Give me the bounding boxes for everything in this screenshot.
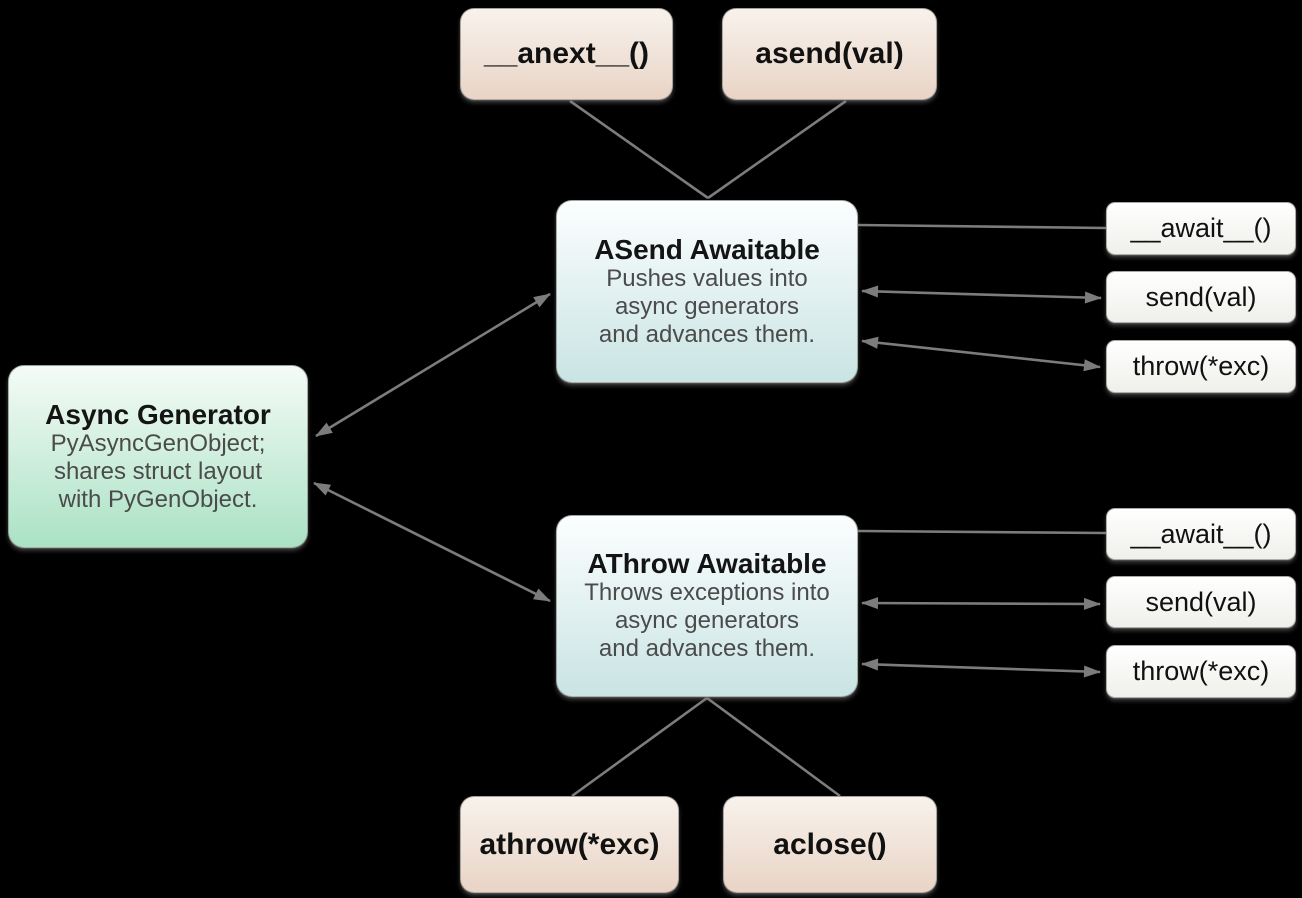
connector-asend-to-asend-awaitable [707,99,847,200]
connector-athrow-awaitable-to-aclose [706,696,841,798]
node-asend-method: asend(val) [722,8,937,100]
node-athrow-method: athrow(*exc) [460,796,679,893]
node-await-bottom: __await__() [1106,508,1296,560]
connector-athrow-awaitable-to-await-bottom [857,529,1107,535]
connector-athrow-awaitable-to-athrow-method [571,696,708,798]
send-top-label: send(val) [1145,281,1257,312]
arrow-asend-awaitable-send-top [861,285,1102,304]
athrow-method-label: athrow(*exc) [479,827,660,861]
node-throw-bottom: throw(*exc) [1106,645,1296,698]
asend-method-label: asend(val) [755,37,904,70]
connector-asend-awaitable-to-await-top [857,223,1107,230]
node-await-top: __await__() [1106,202,1296,255]
node-send-top: send(val) [1106,271,1296,323]
asend-awaitable-title: ASend Awaitable [594,233,820,265]
node-send-bottom: send(val) [1106,576,1296,628]
arrow-athrow-awaitable-throw-bottom [861,658,1101,678]
node-async-generator: Async Generator PyAsyncGenObject; shares… [8,365,308,548]
asend-awaitable-description: Pushes values into async generators and … [598,264,816,348]
node-aclose-method: aclose() [723,796,937,893]
arrow-asend-awaitable-throw-top [861,336,1101,372]
node-throw-top: throw(*exc) [1106,340,1296,393]
send-bottom-label: send(val) [1145,586,1257,617]
async-generator-title: Async Generator [45,398,271,430]
node-athrow-awaitable: AThrow Awaitable Throws exceptions into … [556,515,858,697]
throw-bottom-label: throw(*exc) [1132,656,1270,686]
arrow-async-generator-asend-awaitable [315,292,551,438]
throw-top-label: throw(*exc) [1132,351,1270,381]
arrow-async-generator-athrow-awaitable [313,481,551,603]
node-asend-awaitable: ASend Awaitable Pushes values into async… [556,200,858,383]
connector-anext-to-asend-awaitable [569,99,709,200]
arrow-athrow-awaitable-send-bottom [861,597,1101,610]
athrow-awaitable-title: AThrow Awaitable [587,548,827,579]
await-bottom-label: __await__() [1130,518,1272,549]
await-top-label: __await__() [1130,213,1272,243]
anext-method-label: __anext__() [483,37,650,70]
athrow-awaitable-description: Throws exceptions into async generators … [584,579,830,662]
node-anext-method: __anext__() [460,8,673,100]
async-generator-description: PyAsyncGenObject; shares struct layout w… [50,429,266,513]
aclose-method-label: aclose() [773,827,887,861]
